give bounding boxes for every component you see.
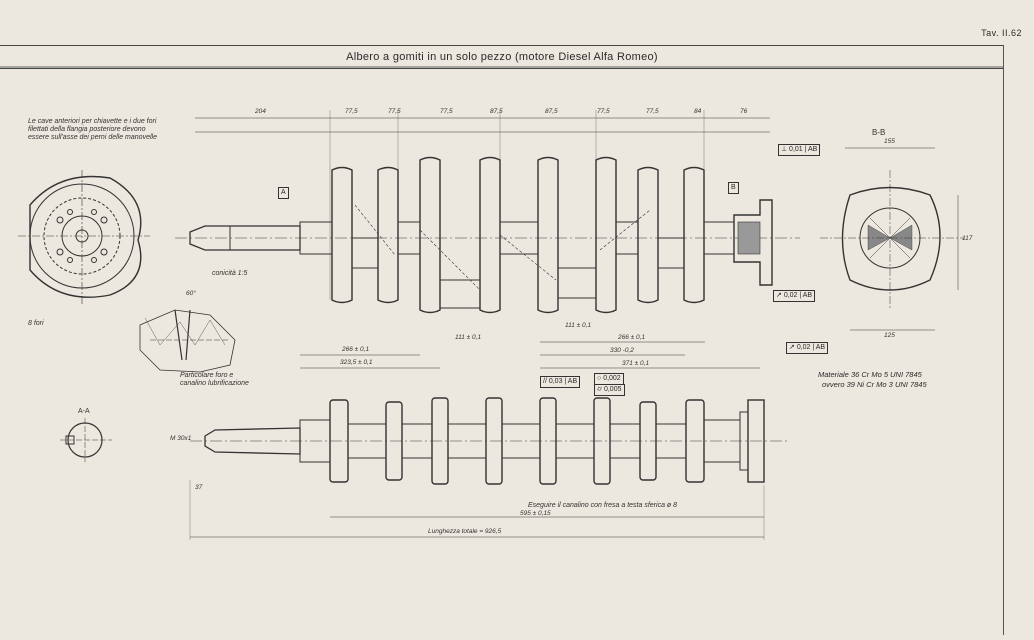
dim-top-7: 77,5 [597,108,610,115]
material-spec-2: ovvero 39 Ni Cr Mo 3 UNI 7845 [822,380,927,389]
dim-top-9: 84 [694,108,702,115]
dim-top-4: 77,5 [440,108,453,115]
front-note-line-2: filettati della flangia posteriore devon… [28,126,146,133]
dim-266b: 266 ± 0,1 [618,334,646,341]
upper-crankshaft-view [175,110,800,369]
dim-m30: M 30x1 [170,435,192,442]
front-view-flange [18,170,150,305]
datum-a: A [278,187,289,199]
section-bb-view [820,147,965,331]
lower-crankshaft-view [189,397,790,540]
frame-right-rule [1003,45,1004,635]
dim-111b: 111 ± 0,1 [565,322,592,329]
dim-top-1: 204 [255,108,266,115]
drawing-title: Albero a gomiti in un solo pezzo (motore… [346,51,658,63]
tol-cylindricity: ⌭ 0,005 [594,384,625,396]
front-note-line-1: Le cave anteriori per chiavette e i due … [28,118,157,125]
dim-323: 323,5 ± 0,1 [340,359,373,366]
material-label: Materiale [818,370,849,379]
channel-note: Eseguire il canalino con fresa a testa s… [528,502,678,509]
section-aa-label: A-A [78,408,90,415]
material-block: Materiale 36 Cr Mo 5 UNI 7845 ovvero 39 … [818,370,927,390]
tol-run2-value: 0,02 [796,344,811,351]
tol-runout-1: ↗ 0,02 | AB [773,290,816,302]
section-bb-label: B-B [872,128,886,137]
tol-parallelism: // 0,03 | AB [540,376,581,388]
front-note-line-3: essere sull'asse dei perni delle manovel… [28,134,157,141]
dim-top-3: 77,5 [388,108,401,115]
dim-60deg: 60° [186,290,196,297]
dim-overall: Lunghezza totale = 926,5 [428,528,502,535]
dim-top-10: 76 [740,108,748,115]
front-note: Le cave anteriori per chiavette e i due … [28,118,157,142]
dim-top-8: 77,5 [646,108,659,115]
dim-37: 37 [195,484,203,491]
section-aa-view [60,418,112,462]
taper-label: conicità 1:5 [212,270,248,277]
dim-111a: 111 ± 0,1 [455,334,482,341]
dim-top-6: 87,5 [545,108,558,115]
detail-caption: Particolare foro e canalino lubrificazio… [180,372,249,388]
tol-par-value: 0,03 [548,378,563,385]
plate-number: Tav. II.62 [981,28,1022,38]
tol-circ-value: 0,002 [603,375,621,382]
tol-perp-value: 0,01 [789,146,803,153]
title-bar: Albero a gomiti in un solo pezzo (motore… [0,45,1004,69]
dim-330: 330 -0,2 [610,347,634,354]
dim-117: 117 [962,235,973,242]
detail-caption-line-1: Particolare foro e [180,372,234,379]
dim-top-5: 87,5 [490,108,503,115]
dim-top-2: 77,5 [345,108,358,115]
dim-371: 371 ± 0,1 [622,360,650,367]
dim-595: 595 ± 0,15 [520,510,551,517]
material-spec-1: 36 Cr Mo 5 UNI 7845 [850,370,922,379]
oil-hole-detail [139,309,236,373]
datum-b: B [728,182,739,194]
tol-run2-ref: AB [815,344,826,351]
dim-155: 155 [884,138,895,145]
tol-runout-2: ↗ 0,02 | AB [786,342,829,354]
tol-run1-value: 0,02 [783,292,798,299]
holes-label: 8 fori [28,320,44,327]
tol-par-ref: AB [567,378,578,385]
tol-cyl-value: 0,005 [603,386,622,393]
detail-caption-line-2: canalino lubrificazione [180,380,249,387]
tol-perp-ref: AB [808,146,818,153]
dim-266a: 266 ± 0,1 [342,346,370,353]
tol-run1-ref: AB [802,292,813,299]
dim-125: 125 [884,332,895,339]
tol-perpendicularity: ⊥ 0,01 | AB [778,144,821,156]
